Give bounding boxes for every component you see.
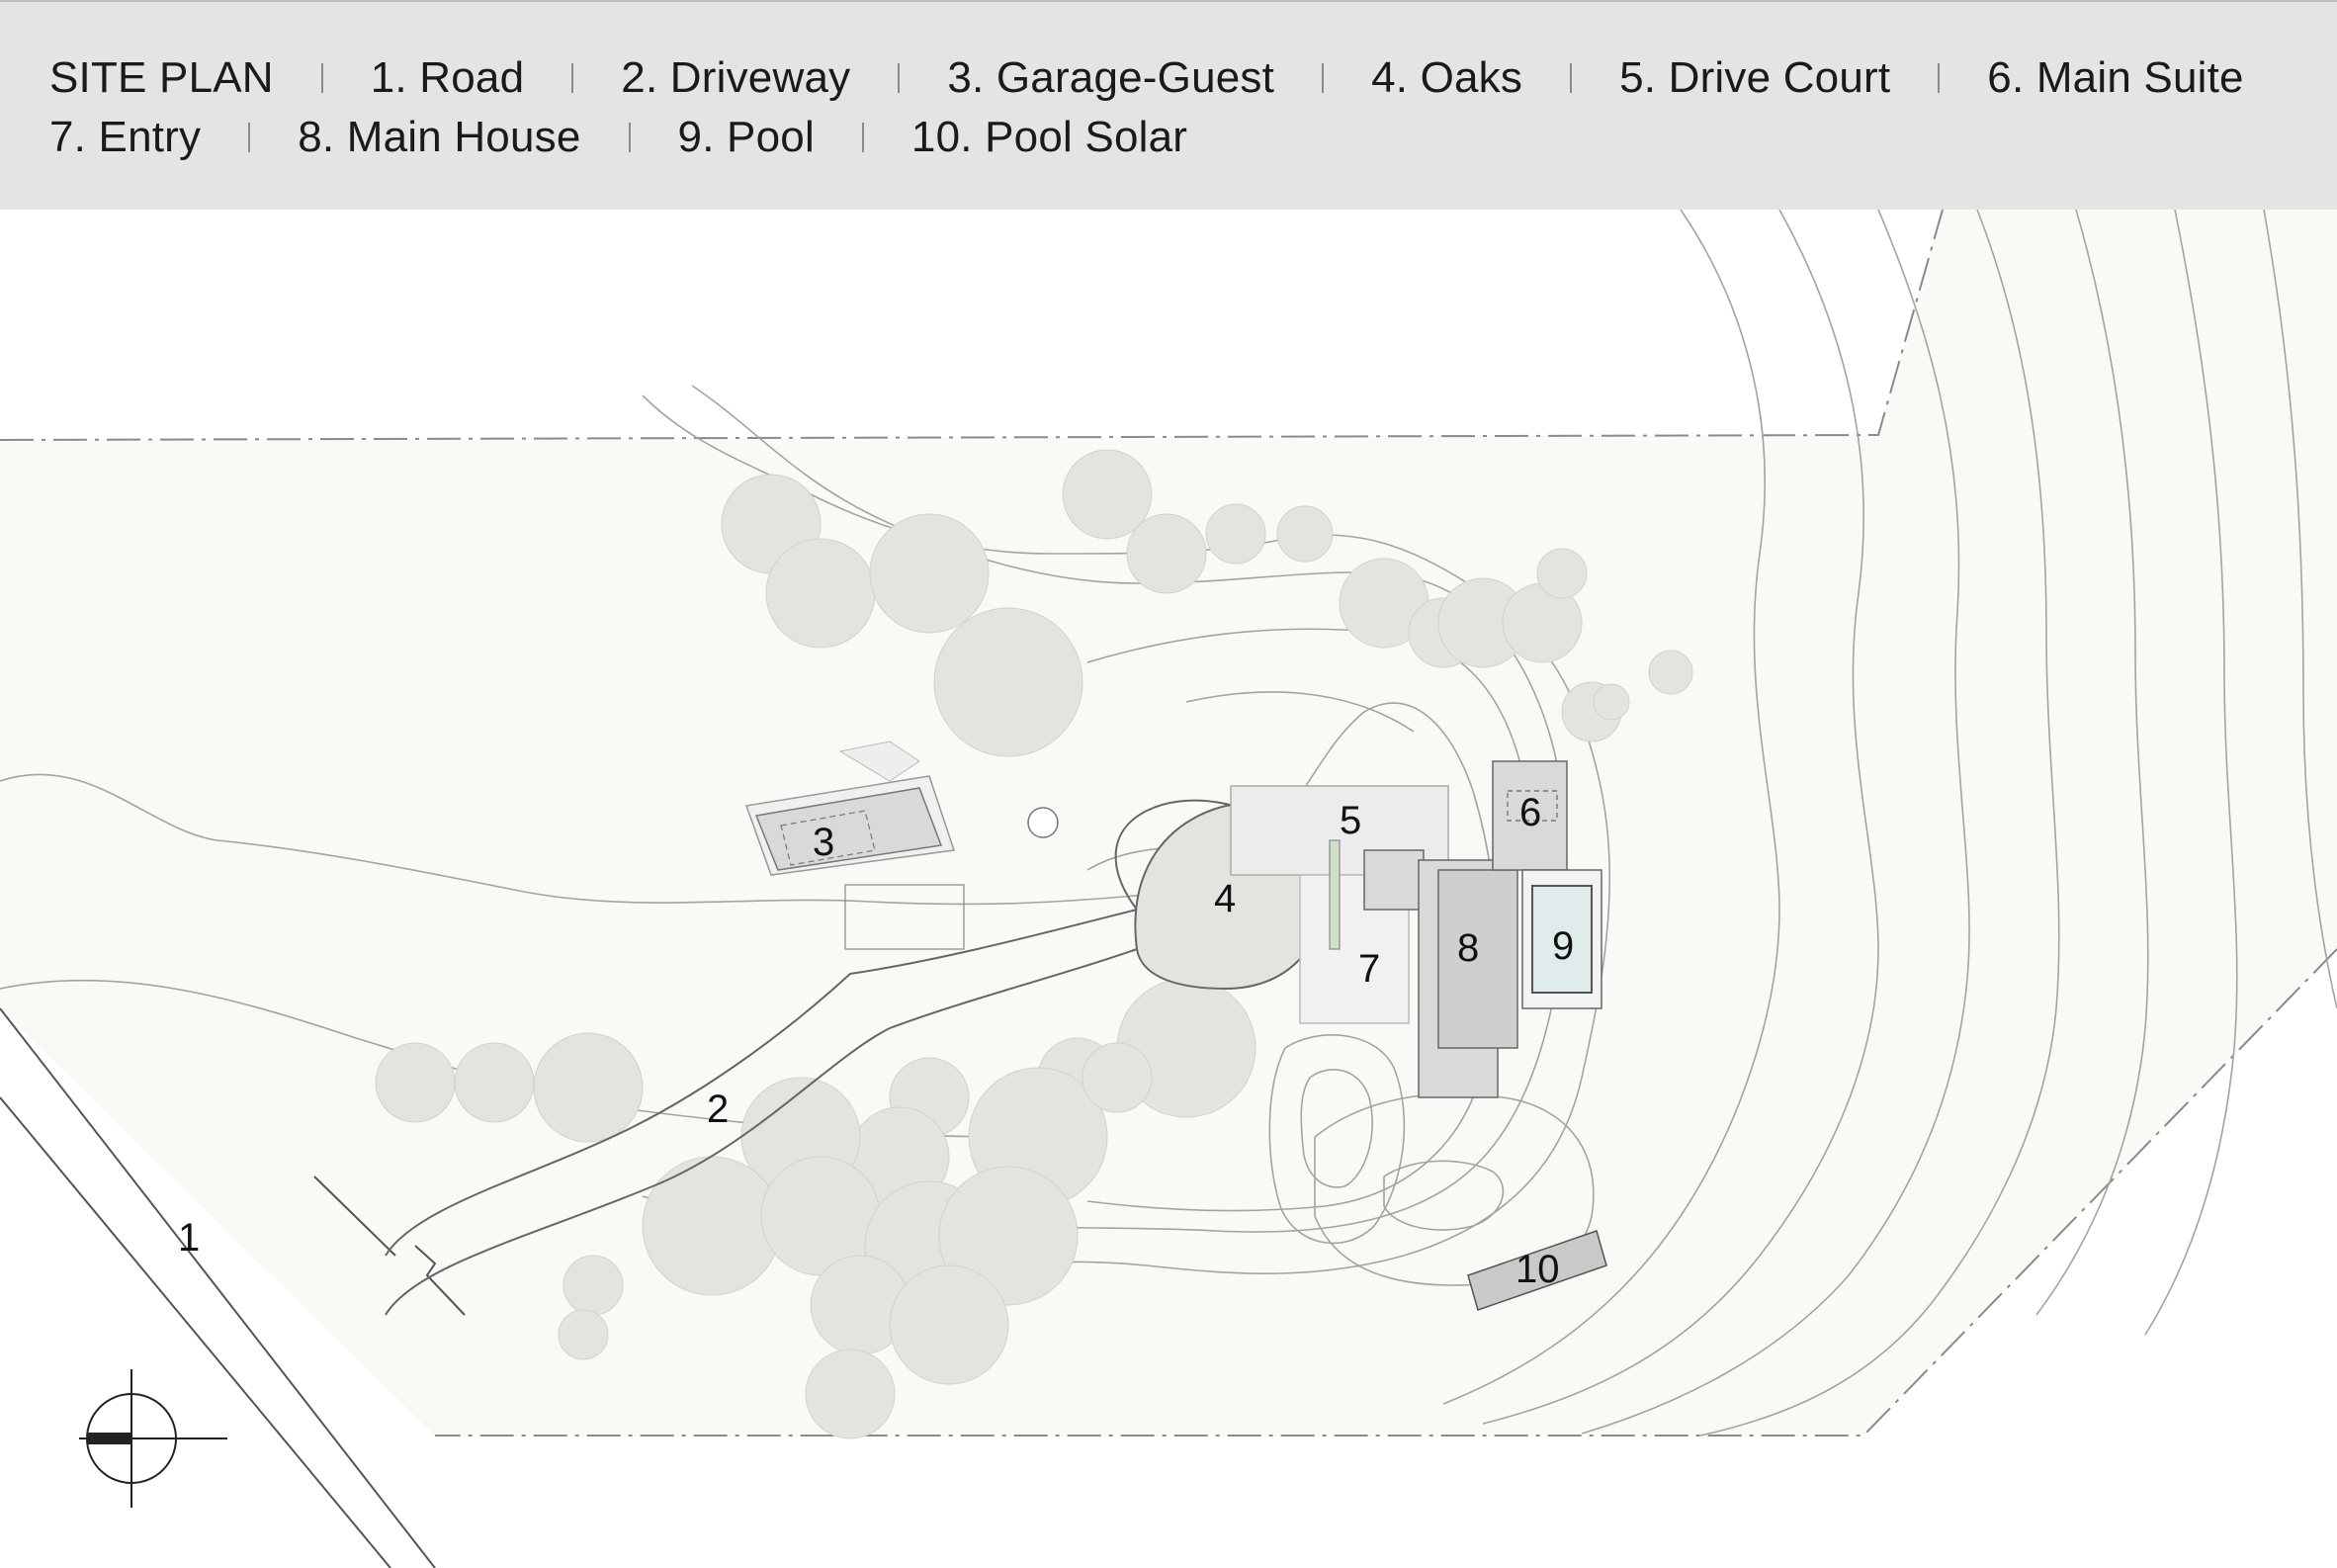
fountain	[1027, 807, 1059, 838]
legend-separator	[861, 123, 864, 152]
legend-bar: SITE PLAN 1. Road 2. Driveway 3. Garage-…	[0, 0, 2337, 210]
legend-item-garage-guest: 3. Garage-Guest	[947, 53, 1275, 102]
legend-separator	[1322, 63, 1325, 93]
site-plan-drawing: 1 2 3 4 5 6 7 8 9 10	[0, 210, 2337, 1568]
legend-separator	[248, 123, 251, 152]
property-line	[0, 210, 2337, 1437]
label-drive-court: 5	[1340, 799, 1361, 842]
legend-item-oaks: 4. Oaks	[1371, 53, 1523, 102]
legend-item-entry: 7. Entry	[49, 113, 202, 161]
label-pool: 9	[1552, 924, 1574, 968]
legend-row-2: 7. Entry 8. Main House 9. Pool 10. Pool …	[49, 113, 1187, 162]
legend-separator	[1570, 63, 1573, 93]
pool	[1531, 885, 1593, 994]
legend-title: SITE PLAN	[49, 53, 274, 102]
legend-separator	[898, 63, 901, 93]
legend-item-pool-solar: 10. Pool Solar	[910, 113, 1188, 161]
property-area	[0, 210, 2337, 1436]
legend-separator	[1938, 63, 1941, 93]
label-road: 1	[178, 1216, 200, 1260]
legend-item-main-house: 8. Main House	[298, 113, 581, 161]
site-plan-svg: 1 2 3 4 5 6 7 8 9 10	[0, 210, 2337, 1568]
label-main-house: 8	[1457, 926, 1479, 970]
north-arrow-icon	[79, 1369, 227, 1508]
entry-wall	[1329, 839, 1341, 950]
label-entry: 7	[1358, 947, 1380, 991]
contour-lines	[0, 210, 2337, 1437]
legend-separator	[628, 123, 631, 152]
label-pool-solar: 10	[1515, 1248, 1560, 1291]
road	[0, 1007, 466, 1568]
legend-item-road: 1. Road	[370, 53, 525, 102]
legend-item-driveway: 2. Driveway	[621, 53, 851, 102]
label-main-suite: 6	[1519, 791, 1541, 834]
legend-item-main-suite: 6. Main Suite	[1987, 53, 2244, 102]
label-garage-guest: 3	[813, 821, 834, 864]
pool-solar	[1467, 1230, 1607, 1311]
legend-separator	[320, 63, 323, 93]
legend-item-drive-court: 5. Drive Court	[1619, 53, 1891, 102]
garage-guest	[744, 740, 965, 950]
legend-separator	[571, 63, 574, 93]
label-driveway: 2	[707, 1088, 729, 1131]
legend-item-pool: 9. Pool	[677, 113, 815, 161]
label-oaks: 4	[1214, 877, 1236, 920]
legend-row-1: SITE PLAN 1. Road 2. Driveway 3. Garage-…	[49, 53, 2244, 103]
